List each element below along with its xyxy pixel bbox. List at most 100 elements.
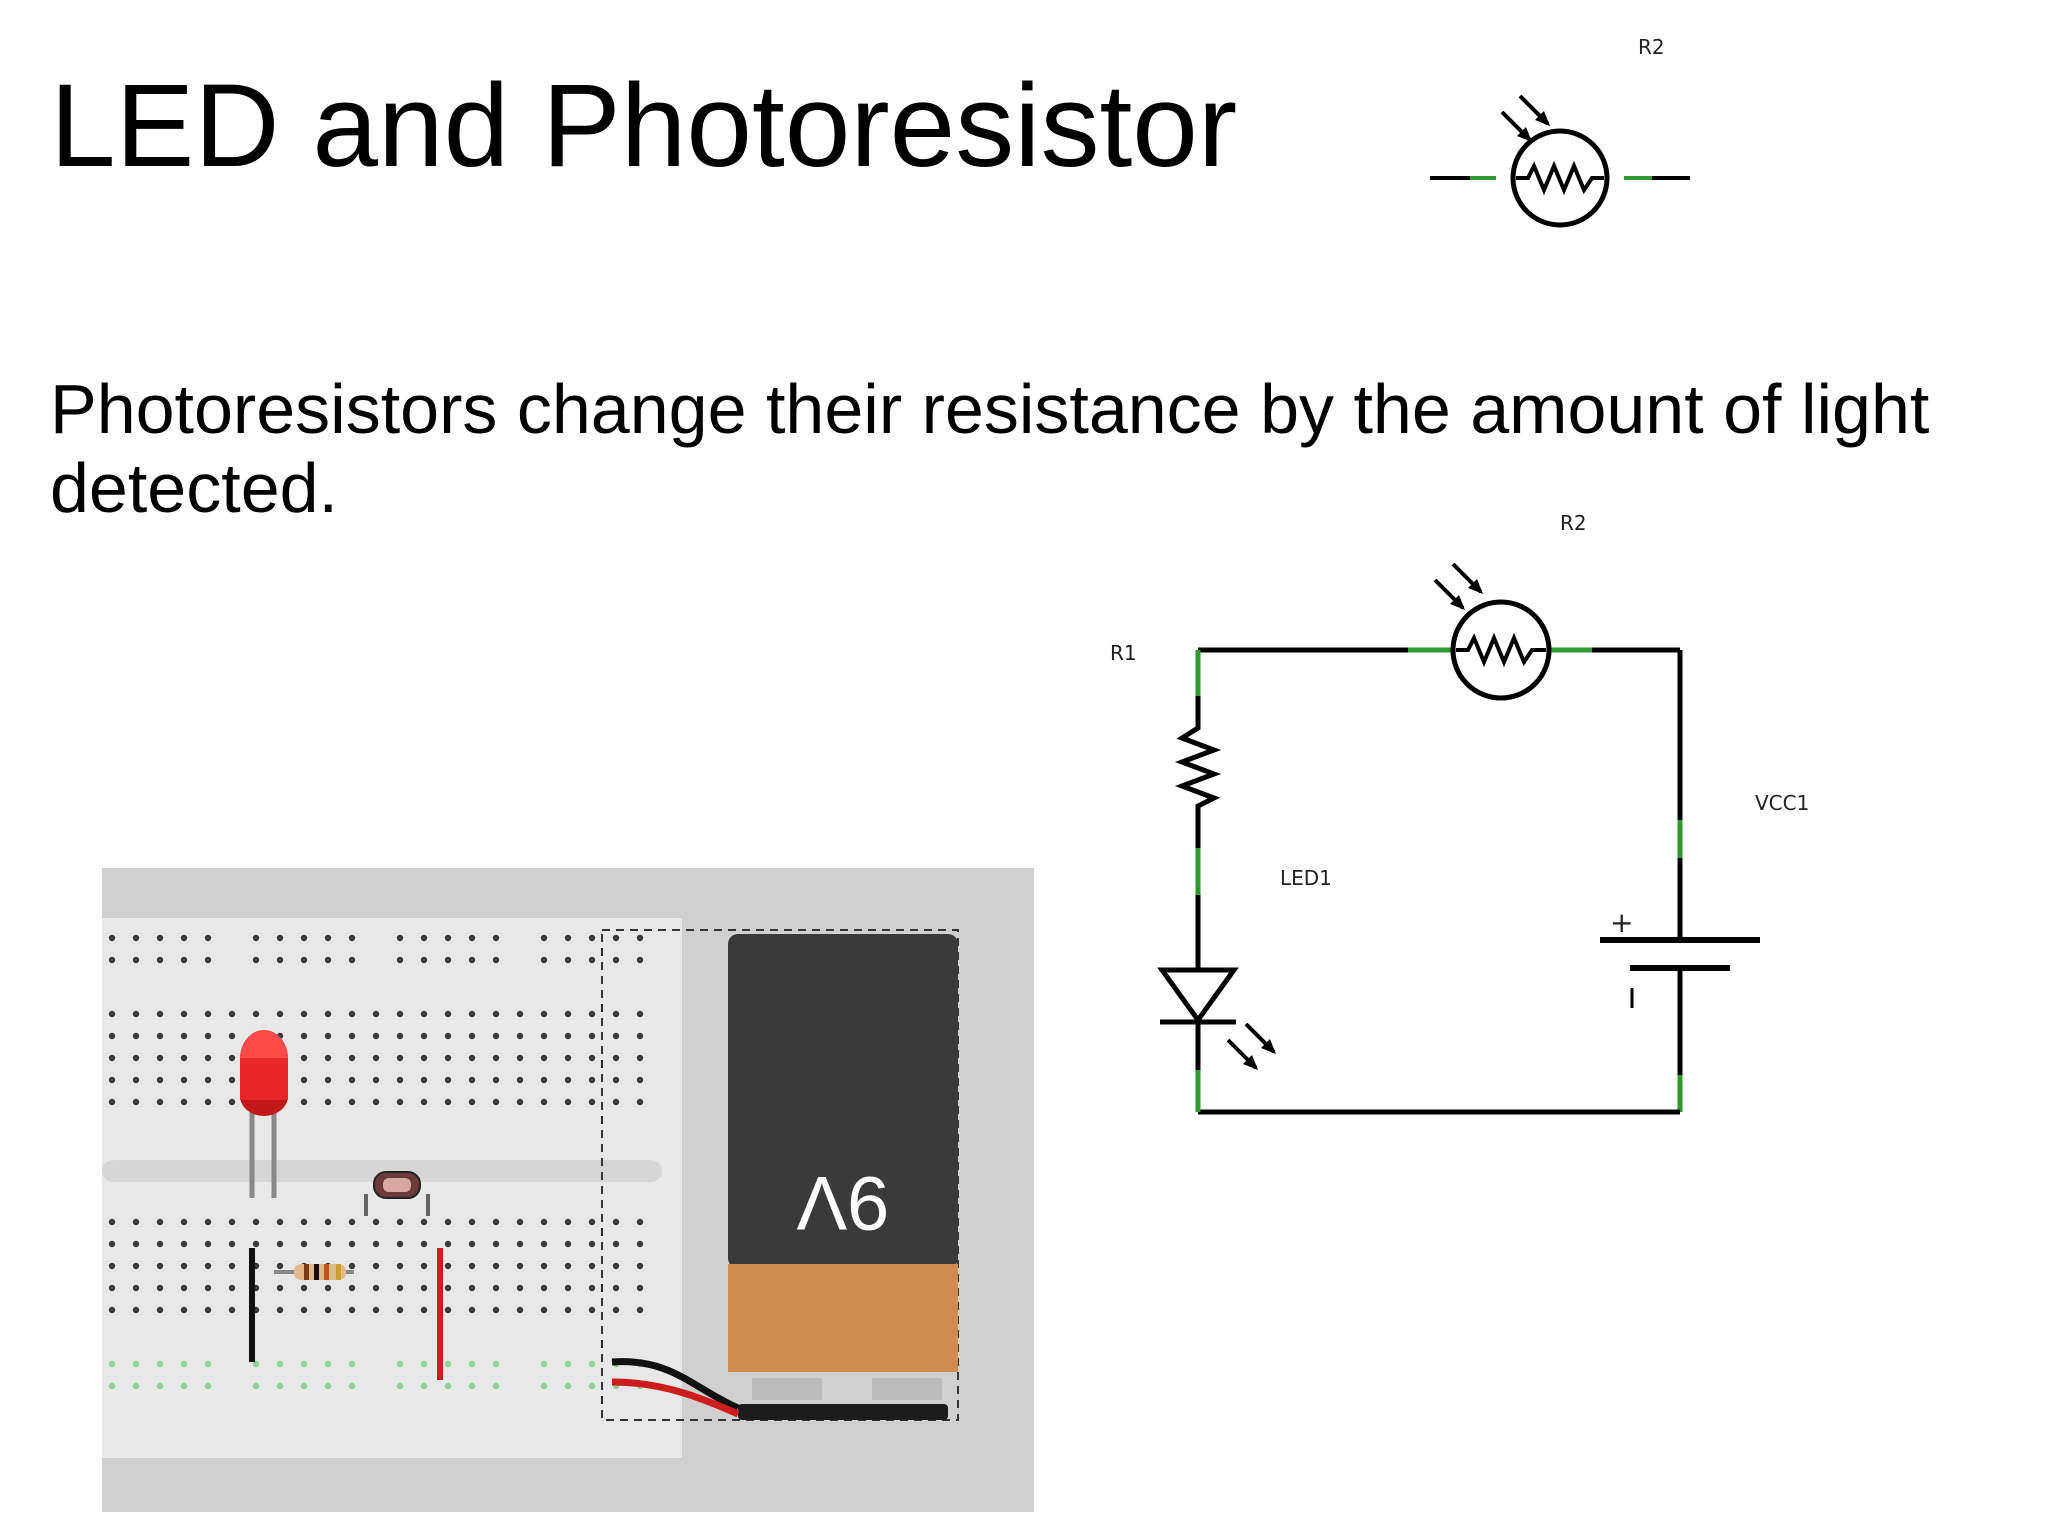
- breadboard-hole: [204, 1032, 212, 1040]
- breadboard-hole: [156, 1360, 164, 1368]
- breadboard-hole: [588, 1076, 596, 1084]
- breadboard-hole: [564, 1098, 572, 1106]
- breadboard-hole: [396, 1382, 404, 1390]
- breadboard-hole: [204, 1382, 212, 1390]
- breadboard-hole: [180, 1218, 188, 1226]
- breadboard-hole: [156, 956, 164, 964]
- breadboard-hole: [348, 1010, 356, 1018]
- breadboard-hole: [348, 1054, 356, 1062]
- breadboard-hole: [636, 1284, 644, 1292]
- breadboard-hole: [396, 1240, 404, 1248]
- breadboard-hole: [228, 1284, 236, 1292]
- breadboard-hole: [180, 1054, 188, 1062]
- breadboard-hole: [108, 1010, 116, 1018]
- breadboard-hole: [228, 1054, 236, 1062]
- breadboard-hole: [132, 1076, 140, 1084]
- breadboard-hole: [444, 1010, 452, 1018]
- breadboard-hole: [276, 1382, 284, 1390]
- breadboard-hole: [420, 1284, 428, 1292]
- breadboard-hole: [132, 1360, 140, 1368]
- breadboard-hole: [540, 1240, 548, 1248]
- breadboard-hole: [252, 1240, 260, 1248]
- breadboard-hole: [588, 1010, 596, 1018]
- breadboard-hole: [516, 1240, 524, 1248]
- breadboard-hole: [180, 1382, 188, 1390]
- breadboard-hole: [132, 1054, 140, 1062]
- breadboard-hole: [156, 1306, 164, 1314]
- breadboard-hole: [348, 1262, 356, 1270]
- breadboard-hole: [108, 934, 116, 942]
- breadboard-hole: [108, 1262, 116, 1270]
- breadboard-hole: [180, 1010, 188, 1018]
- breadboard-hole: [300, 1284, 308, 1292]
- breadboard-hole: [540, 1360, 548, 1368]
- breadboard-hole: [540, 1382, 548, 1390]
- breadboard-hole: [156, 1218, 164, 1226]
- schematic-label-vcc1: VCC1: [1755, 791, 1809, 815]
- breadboard-hole: [324, 1360, 332, 1368]
- breadboard-hole: [492, 1010, 500, 1018]
- breadboard-hole: [108, 956, 116, 964]
- breadboard-hole: [468, 1098, 476, 1106]
- breadboard-hole: [396, 1010, 404, 1018]
- breadboard-hole: [324, 1032, 332, 1040]
- breadboard-hole: [636, 934, 644, 942]
- breadboard-hole: [180, 934, 188, 942]
- breadboard-hole: [324, 1076, 332, 1084]
- breadboard-hole: [228, 1262, 236, 1270]
- breadboard-hole: [564, 1240, 572, 1248]
- breadboard-hole: [108, 1284, 116, 1292]
- breadboard-hole: [564, 934, 572, 942]
- breadboard-hole: [204, 956, 212, 964]
- breadboard-hole: [540, 1010, 548, 1018]
- breadboard-hole: [516, 1032, 524, 1040]
- breadboard-hole: [108, 1360, 116, 1368]
- breadboard-hole: [156, 1054, 164, 1062]
- breadboard-hole: [228, 1306, 236, 1314]
- breadboard-hole: [564, 1010, 572, 1018]
- breadboard-hole: [636, 956, 644, 964]
- breadboard-hole: [612, 956, 620, 964]
- breadboard-hole: [492, 1076, 500, 1084]
- breadboard-hole: [180, 1076, 188, 1084]
- breadboard-hole: [252, 956, 260, 964]
- breadboard-hole: [636, 1218, 644, 1226]
- breadboard-hole: [348, 1032, 356, 1040]
- breadboard-hole: [372, 1240, 380, 1248]
- slide-body-text: Photoresistors change their resistance b…: [50, 370, 1930, 528]
- breadboard-hole: [396, 1218, 404, 1226]
- breadboard-hole: [468, 1010, 476, 1018]
- breadboard-hole: [132, 934, 140, 942]
- schematic-label-r1: R1: [1110, 641, 1137, 665]
- breadboard-hole: [348, 1306, 356, 1314]
- breadboard-hole: [444, 956, 452, 964]
- breadboard-hole: [396, 934, 404, 942]
- breadboard-hole: [420, 1098, 428, 1106]
- breadboard-hole: [156, 1010, 164, 1018]
- breadboard-hole: [540, 934, 548, 942]
- breadboard-hole: [324, 1306, 332, 1314]
- breadboard-hole: [300, 1054, 308, 1062]
- breadboard-hole: [516, 1218, 524, 1226]
- breadboard-hole: [612, 1262, 620, 1270]
- photoresistor-component: [364, 1171, 430, 1216]
- breadboard-hole: [300, 1382, 308, 1390]
- breadboard-hole: [228, 1218, 236, 1226]
- breadboard-hole: [348, 1284, 356, 1292]
- breadboard-hole: [252, 1360, 260, 1368]
- breadboard-hole: [252, 1218, 260, 1226]
- breadboard-hole: [564, 1054, 572, 1062]
- breadboard-hole: [204, 1010, 212, 1018]
- breadboard-hole: [324, 1218, 332, 1226]
- breadboard-hole: [108, 1076, 116, 1084]
- breadboard-hole: [420, 956, 428, 964]
- breadboard-hole: [396, 1262, 404, 1270]
- breadboard-hole: [396, 1054, 404, 1062]
- breadboard-hole: [444, 1306, 452, 1314]
- breadboard-hole: [612, 1240, 620, 1248]
- breadboard-hole: [276, 956, 284, 964]
- breadboard-hole: [348, 1098, 356, 1106]
- breadboard-hole: [324, 1054, 332, 1062]
- breadboard-hole: [324, 1240, 332, 1248]
- breadboard-hole: [132, 1382, 140, 1390]
